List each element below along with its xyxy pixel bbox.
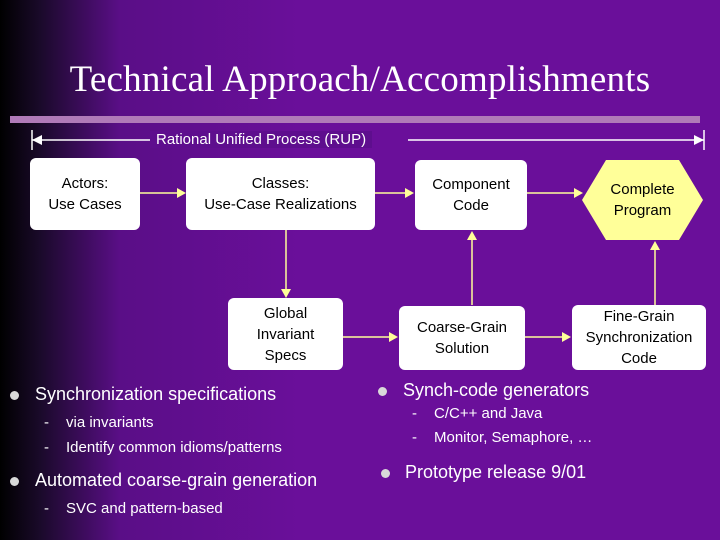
complete-program-node: Complete Program (582, 160, 703, 240)
sub-dash: - (44, 414, 49, 431)
sub-dash: - (412, 429, 417, 446)
sub-dash: - (44, 500, 49, 517)
title-rule (10, 116, 700, 123)
sub-c-cpp-java: C/C++ and Java (434, 405, 543, 422)
sub-dash: - (412, 405, 417, 422)
global-invariant-specs-box: Global Invariant Specs (228, 298, 343, 370)
sub-identify-idioms: Identify common idioms/patterns (66, 439, 282, 456)
sub-svc-pattern: SVC and pattern-based (66, 500, 223, 517)
bullet-dot (10, 391, 19, 400)
coarse-grain-solution-box: Coarse-Grain Solution (399, 306, 525, 370)
bullet-coarse-gen: Automated coarse-grain generation (35, 470, 318, 490)
bullet-dot (378, 387, 387, 396)
actors-use-cases-box: Actors: Use Cases (30, 158, 140, 230)
sub-dash: - (44, 439, 49, 456)
slide-title: Technical Approach/Accomplishments (69, 59, 651, 100)
rup-arrow-right (694, 135, 704, 145)
bullet-dot (10, 477, 19, 486)
fine-grain-sync-code-box: Fine-Grain Synchronization Code (572, 305, 706, 370)
rup-arrow-left (32, 135, 42, 145)
complete-program-hexagon (582, 160, 703, 240)
bullet-dot (381, 469, 390, 478)
component-code-box: Component Code (415, 160, 527, 230)
sub-monitor-semaphore: Monitor, Semaphore, … (434, 429, 593, 446)
complete-program-label: Complete Program (610, 181, 675, 219)
rup-label: Rational Unified Process (RUP) (150, 131, 373, 148)
bullet-prototype-release: Prototype release 9/01 (405, 462, 587, 482)
bullet-sync-specs: Synchronization specifications (35, 384, 277, 404)
classes-box: Classes: Use-Case Realizations (186, 158, 375, 230)
bullet-synch-generators: Synch-code generators (403, 380, 590, 400)
sub-via-invariants: via invariants (66, 414, 154, 431)
